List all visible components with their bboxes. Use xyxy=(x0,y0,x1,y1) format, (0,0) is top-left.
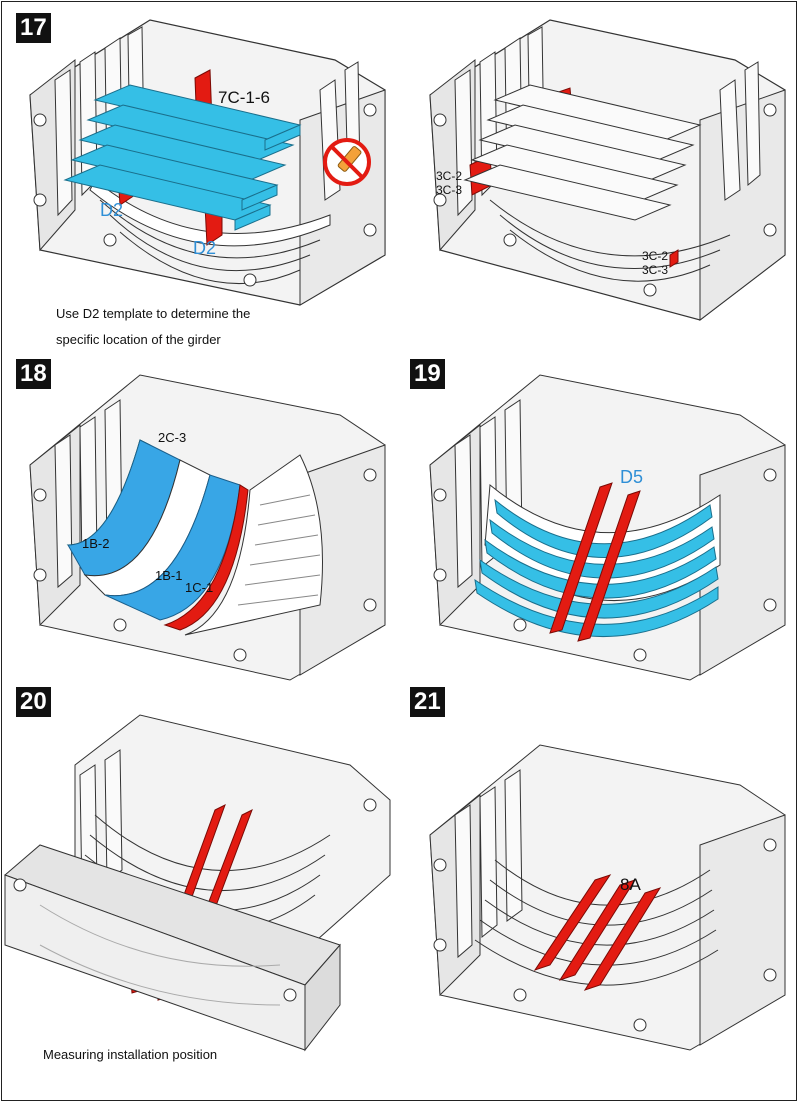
step-18-panel: 18 2C-3 1B-2 1B-1 1C-1 xyxy=(0,355,400,685)
label-d2-bottom: D2 xyxy=(193,238,217,258)
label-d2-left: D2 xyxy=(100,200,124,220)
label-1b-2: 1B-2 xyxy=(82,536,110,551)
label-8a: 8A xyxy=(620,875,641,894)
label-2c-3: 2C-3 xyxy=(158,430,187,445)
step-20-illustration xyxy=(4,714,391,1052)
step-17-result-illustration xyxy=(429,19,786,322)
label-d5: D5 xyxy=(620,467,644,487)
step-20-panel: 20 Measuring installation position xyxy=(0,685,400,1100)
label-3c-2-left: 3C-2 xyxy=(436,169,463,183)
caption-step-17: Use D2 template to determine the specifi… xyxy=(56,301,250,353)
caption-step-20: Measuring installation position xyxy=(43,1047,218,1062)
step-19-illustration xyxy=(429,374,786,681)
label-7c-1-6: 7C-1-6 xyxy=(218,88,270,107)
step-20-number: 20 xyxy=(16,687,51,717)
step-17-result-panel: 3C-2 3C-3 3C-2 3C-3 xyxy=(400,0,800,330)
label-3c-3-right: 3C-3 xyxy=(642,263,669,277)
step-19-panel: 19 D5 xyxy=(400,355,800,685)
caption-line-1: Use D2 template to determine the xyxy=(56,306,251,321)
step-18-illustration xyxy=(29,374,386,681)
step-21-illustration xyxy=(429,744,786,1051)
step-21-panel: 21 8A xyxy=(400,685,800,1100)
caption-line-2: specific location of the girder xyxy=(56,332,221,347)
step-19-number: 19 xyxy=(410,359,445,389)
step-18-number: 18 xyxy=(16,359,51,389)
label-1b-1: 1B-1 xyxy=(155,568,183,583)
label-1c-1: 1C-1 xyxy=(185,580,214,595)
label-3c-3-left: 3C-3 xyxy=(436,183,463,197)
no-glue-icon xyxy=(323,138,371,186)
step-17-hull-illustration xyxy=(29,19,386,306)
step-17-panel: 17 7C-1-6 D2 D2 Use D2 template to deter… xyxy=(0,0,400,350)
step-17-number: 17 xyxy=(16,13,51,43)
step-21-number: 21 xyxy=(410,687,445,717)
label-3c-2-right: 3C-2 xyxy=(642,249,669,263)
